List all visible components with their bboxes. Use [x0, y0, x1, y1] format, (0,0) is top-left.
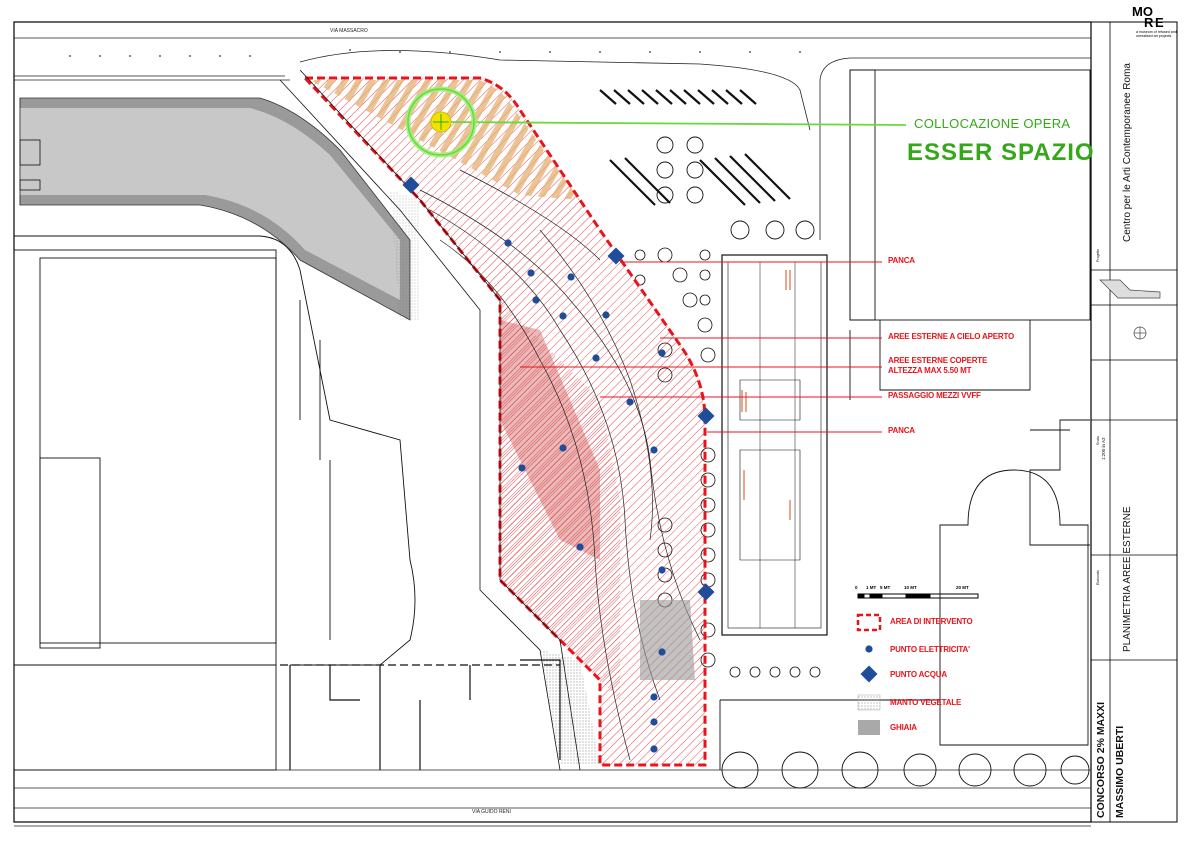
legend-gravel-label: GHIAIA — [890, 723, 917, 732]
power-point — [650, 745, 658, 753]
scala-value: 1:200 in A3 — [1101, 437, 1106, 460]
scale-tick-5: 5 MT — [880, 585, 891, 590]
power-point — [626, 398, 634, 406]
elaborato-label: Elaborato — [1096, 570, 1100, 585]
street-label-bottom: VIA GUIDO RENI — [472, 809, 511, 815]
water-point — [402, 176, 420, 194]
legend-area-label: AREA DI INTERVENTO — [890, 617, 973, 626]
power-point — [658, 566, 666, 574]
legend-water-label: PUNTO ACQUA — [890, 670, 947, 679]
author-name: MASSIMO UBERTI — [1114, 725, 1126, 818]
water-point — [607, 247, 625, 265]
power-point — [602, 311, 610, 319]
institution-name: Centro per le Arti Contemporanee Roma — [1122, 63, 1133, 242]
power-point — [658, 349, 666, 357]
water-point — [697, 407, 715, 425]
callout-covered-areas-line1: AREE ESTERNE COPERTE — [888, 356, 988, 365]
scala-label: Scala — [1096, 436, 1100, 445]
power-point — [559, 444, 567, 452]
artwork-caption: COLLOCAZIONE OPERA — [914, 116, 1071, 131]
logo-subtitle-1: a museum of refused and — [1136, 30, 1177, 34]
scale-tick-10: 10 MT — [904, 585, 917, 590]
power-point — [592, 354, 600, 362]
power-points-layer — [504, 239, 666, 753]
logo-subtitle-2: unrealised art projects — [1136, 34, 1172, 38]
legend-power-symbol — [865, 645, 873, 653]
more-logo: MO R E a museum of refused and unrealise… — [1130, 4, 1186, 38]
scale-tick-0: 0 — [855, 585, 858, 590]
scale-tick-1: 1 MT — [866, 585, 877, 590]
callout-open-areas: AREE ESTERNE A CIELO APERTO — [888, 332, 1015, 341]
logo-end: E — [1155, 15, 1164, 30]
logo-top: MO — [1132, 4, 1153, 19]
legend-water-symbol — [860, 665, 878, 683]
power-point — [559, 312, 567, 320]
artwork-title: ESSER SPAZIO — [907, 139, 1095, 166]
legend-green-label: MANTO VEGETALE — [890, 698, 962, 707]
progetto-label: Progetto — [1096, 248, 1100, 262]
power-point — [567, 273, 575, 281]
legend-symbols — [860, 645, 878, 683]
scale-tick-20: 20 MT — [956, 585, 969, 590]
callout-panca-1: PANCA — [888, 256, 915, 265]
water-point — [697, 583, 715, 601]
competition-name: CONCORSO 2% MAXXI — [1095, 701, 1107, 818]
legend-power-label: PUNTO ELETTRICITA' — [890, 645, 970, 654]
power-point — [504, 239, 512, 247]
power-point — [658, 648, 666, 656]
callout-covered-areas-line2: ALTEZZA MAX 5.50 MT — [888, 366, 972, 375]
callout-panca-2: PANCA — [888, 426, 915, 435]
power-point — [650, 718, 658, 726]
street-label-top: VIA MASSACRO — [330, 28, 368, 34]
power-point — [650, 446, 658, 454]
power-point — [576, 543, 584, 551]
drawing-title: PLANIMETRIA AREE ESTERNE — [1122, 506, 1133, 652]
water-points-layer — [402, 176, 715, 601]
logo-mid: R — [1144, 15, 1154, 30]
power-point — [518, 464, 526, 472]
power-point — [650, 693, 658, 701]
callout-vvff-passage: PASSAGGIO MEZZI VVFF — [888, 391, 981, 400]
power-point — [527, 269, 535, 277]
power-point — [532, 296, 540, 304]
